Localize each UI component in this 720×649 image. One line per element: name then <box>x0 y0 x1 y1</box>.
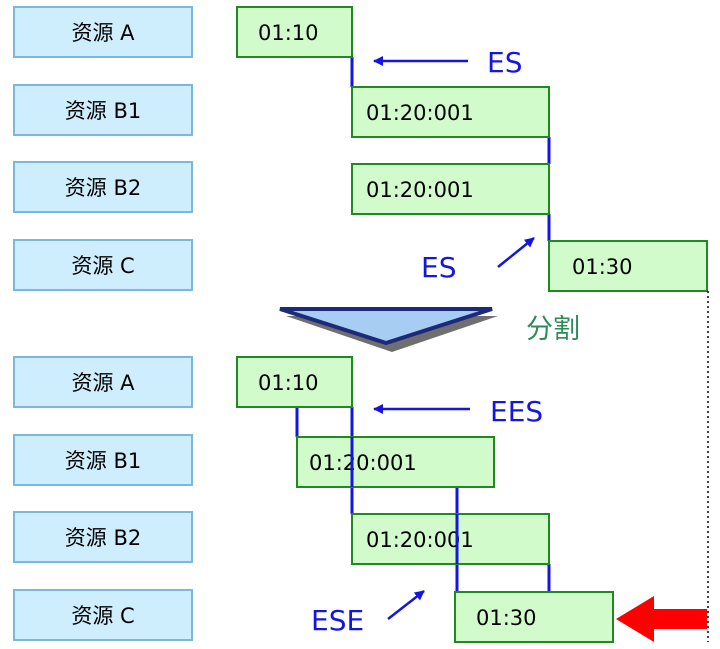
bottom-resource-c-label: 资源 C <box>71 604 134 628</box>
bottom-resource-b1: 资源 B1 <box>13 434 193 486</box>
bottom-resource-a-label: 资源 A <box>71 371 135 395</box>
bottom-resource-b2: 资源 B2 <box>13 511 193 563</box>
top-bar-c-label: 01:30 <box>572 255 633 279</box>
split-label: 分割 <box>526 314 580 345</box>
top-section: 资源 A 资源 B1 资源 B2 资源 C 01:10 01:20:001 <box>13 6 708 292</box>
bottom-resource-b1-label: 资源 B1 <box>65 449 141 473</box>
top-bar-a-label: 01:10 <box>258 21 319 45</box>
top-label-es-1: ES <box>487 46 522 79</box>
top-bar-a: 01:10 <box>236 6 353 58</box>
top-label-es-2: ES <box>421 251 456 284</box>
top-resource-c-label: 资源 C <box>71 254 134 278</box>
top-resource-a: 资源 A <box>13 6 193 58</box>
top-resource-a-label: 资源 A <box>71 21 135 45</box>
top-arrow-es-2 <box>497 237 535 268</box>
top-resource-c: 资源 C <box>13 239 193 291</box>
top-bar-b2-label: 01:20:001 <box>366 178 474 202</box>
top-bar-b1-label: 01:20:001 <box>366 101 474 125</box>
top-bar-b1: 01:20:001 <box>351 86 550 138</box>
bottom-resource-b2-label: 资源 B2 <box>65 526 141 550</box>
bottom-bar-b1: 01:20:001 <box>296 436 495 488</box>
top-resource-b1-label: 资源 B1 <box>65 99 141 123</box>
bottom-label-ese: ESE <box>311 604 364 637</box>
bottom-resource-a: 资源 A <box>13 356 193 408</box>
top-resource-b1: 资源 B1 <box>13 84 193 136</box>
bottom-bar-b1-label: 01:20:001 <box>309 451 417 475</box>
bottom-bar-a: 01:10 <box>236 356 353 408</box>
top-bar-c: 01:30 <box>548 240 708 292</box>
red-arrow <box>616 596 707 642</box>
bottom-arrow-ese <box>387 590 425 620</box>
split-arrow <box>279 307 493 346</box>
top-resource-b2-label: 资源 B2 <box>65 176 141 200</box>
split-indicator: 分割 <box>279 307 580 352</box>
top-bar-b2: 01:20:001 <box>351 163 550 215</box>
bottom-bar-b2: 01:20:001 <box>351 513 550 565</box>
bottom-bar-a-label: 01:10 <box>258 371 319 395</box>
bottom-bar-c-label: 01:30 <box>476 606 537 630</box>
top-resource-b2: 资源 B2 <box>13 161 193 213</box>
bottom-bar-c: 01:30 <box>454 591 614 643</box>
bottom-section: 资源 A 资源 B1 资源 B2 资源 C 01:10 01:20:001 <box>13 356 707 643</box>
bottom-label-ees: EES <box>490 395 543 428</box>
bottom-resource-c: 资源 C <box>13 589 193 641</box>
